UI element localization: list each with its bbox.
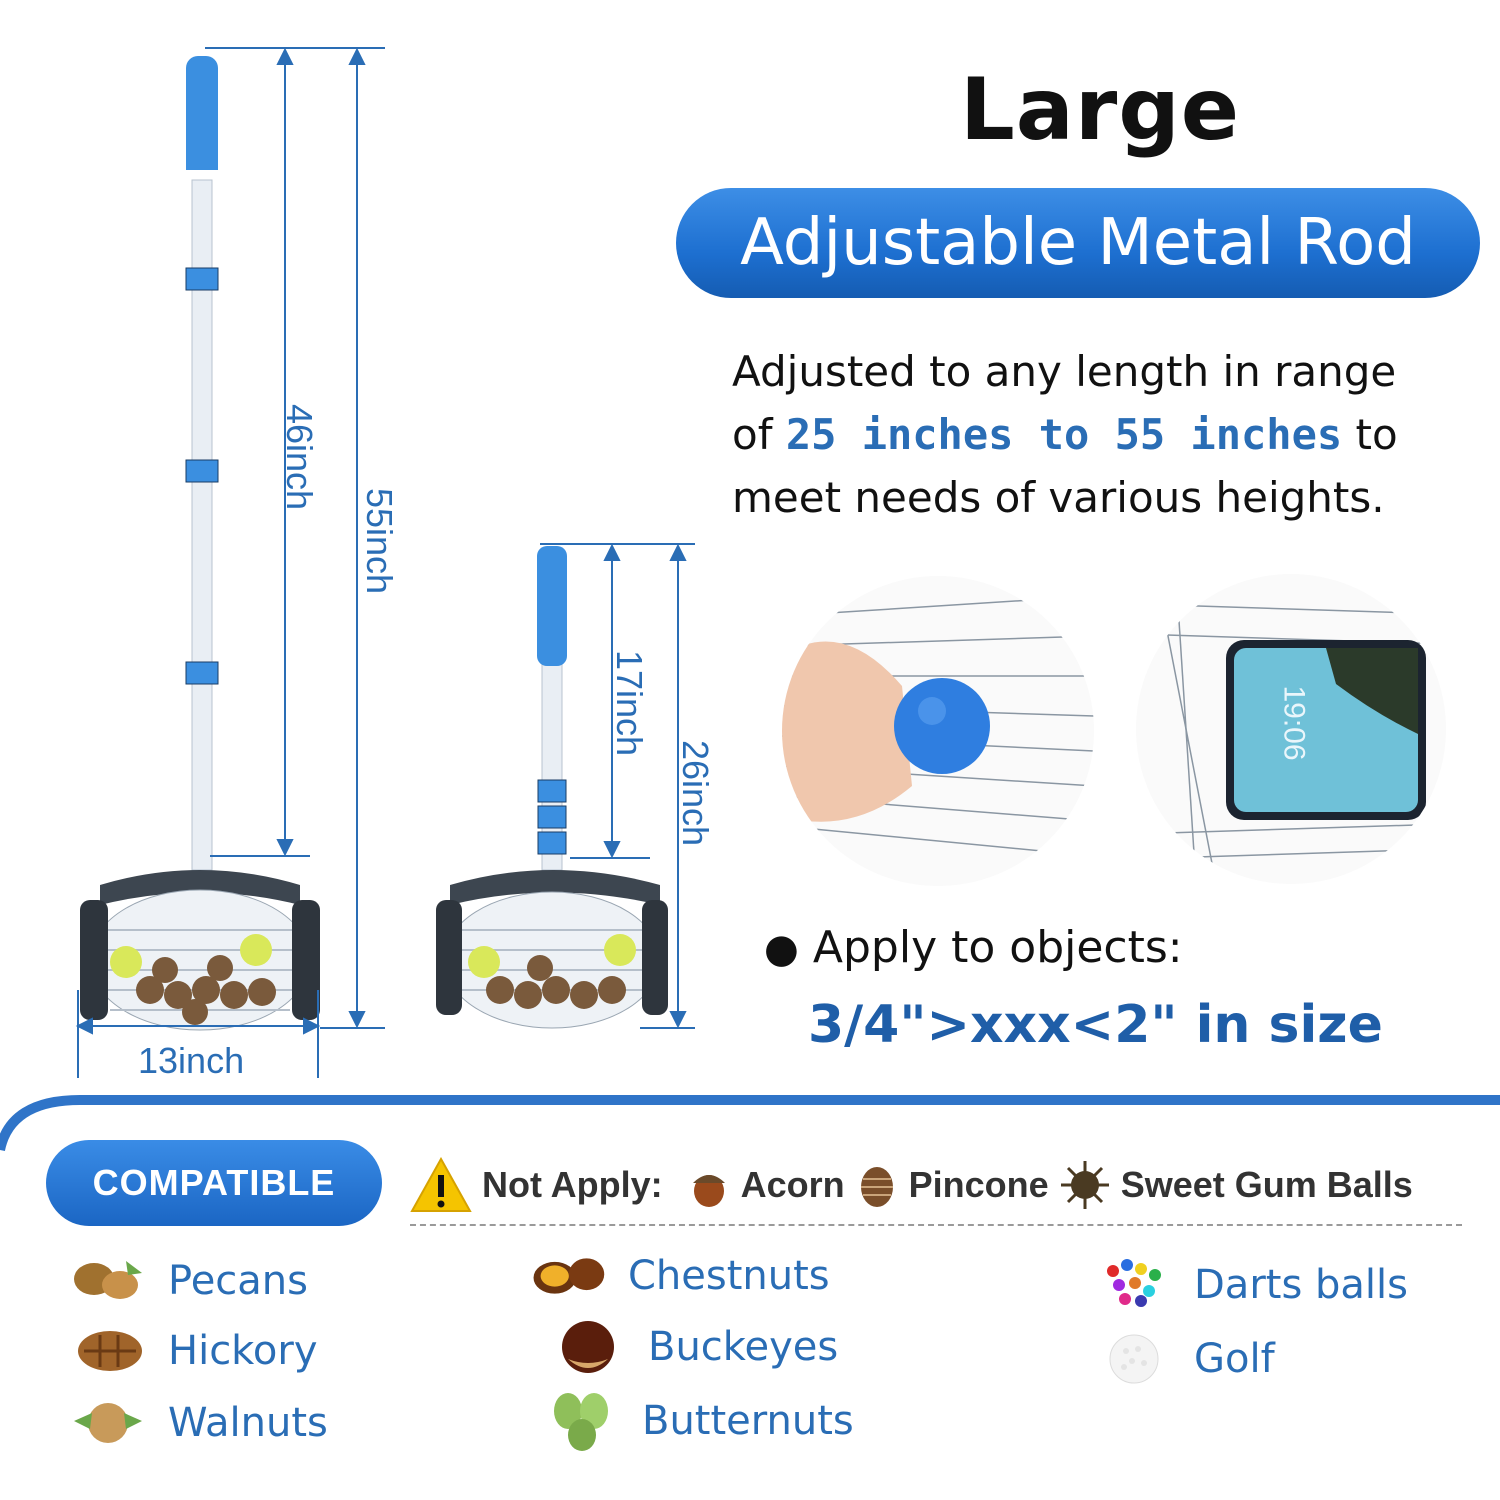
item-hickory: Hickory	[70, 1320, 318, 1382]
compatible-label: COMPATIBLE	[46, 1140, 382, 1226]
not-apply-sweet-gum: Sweet Gum Balls	[1120, 1164, 1413, 1205]
darts-balls-icon	[1096, 1254, 1172, 1316]
small-total-length: 26inch	[675, 739, 717, 847]
subtitle-pill: Adjustable Metal Rod	[676, 188, 1480, 298]
phone-closeup: 19:06	[1136, 574, 1446, 884]
item-buckeyes: Buckeyes	[550, 1316, 838, 1378]
dashed-divider	[410, 1224, 1462, 1226]
walnut-icon	[70, 1392, 146, 1454]
not-apply-row: Not Apply: Acorn Pincone Sweet Gum Balls	[410, 1150, 1413, 1220]
buckeye-icon	[550, 1316, 626, 1378]
section-divider-arc	[0, 1095, 1500, 1152]
golf-ball-icon	[1096, 1328, 1172, 1390]
apply-value: 3/4">xxx<2" in size	[808, 995, 1383, 1055]
not-apply-pincone: Pincone	[908, 1164, 1049, 1205]
acorn-icon	[692, 1175, 725, 1207]
item-darts-balls: Darts balls	[1096, 1254, 1408, 1316]
item-golf: Golf	[1096, 1328, 1275, 1390]
apply-label: ● Apply to objects:	[764, 922, 1183, 973]
item-chestnuts: Chestnuts	[530, 1245, 830, 1307]
small-picker	[436, 546, 668, 1029]
width-length: 13inch	[138, 1040, 245, 1081]
item-pecans: Pecans	[70, 1250, 308, 1312]
ball-closeup	[782, 576, 1094, 886]
range-low: 25 inches	[785, 410, 1014, 459]
description-line3: meet needs of various heights.	[732, 473, 1385, 522]
large-total-length: 55inch	[359, 487, 401, 595]
dimension-lines	[75, 47, 695, 1078]
pecan-icon	[70, 1250, 146, 1312]
large-inner-length: 46inch	[279, 403, 321, 511]
product-illustration	[75, 47, 695, 1078]
large-picker	[80, 56, 320, 1031]
warning-icon	[410, 1157, 472, 1212]
sweet-gum-ball-icon	[1060, 1161, 1109, 1209]
description-line2: of 25 inches to 55 inches to	[732, 410, 1398, 459]
hickory-icon	[70, 1320, 146, 1382]
range-high: 55 inches	[1114, 410, 1343, 459]
butternut-icon	[544, 1390, 620, 1452]
description-line1: Adjusted to any length in range	[732, 347, 1397, 396]
pinecone-icon	[860, 1167, 893, 1207]
title: Large	[960, 60, 1241, 160]
phone-clock: 19:06	[1277, 685, 1311, 761]
item-walnuts: Walnuts	[70, 1392, 328, 1454]
not-apply-acorn: Acorn	[740, 1164, 845, 1205]
not-apply-label: Not Apply:	[482, 1164, 663, 1205]
chestnut-icon	[530, 1245, 606, 1307]
small-inner-length: 17inch	[609, 649, 651, 757]
description: Adjusted to any length in range of 25 in…	[732, 340, 1472, 529]
item-butternuts: Butternuts	[544, 1390, 854, 1452]
